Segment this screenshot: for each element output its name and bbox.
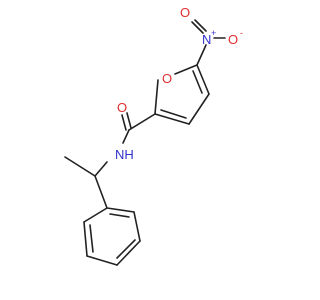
- furan-ring: [154, 64, 210, 125]
- bond-ph-2: [83, 221, 88, 257]
- bond-ph-1: [83, 207, 108, 223]
- bond-n-o-top-1: [191, 21, 204, 34]
- amide-nh-label: NH: [115, 147, 134, 162]
- nitro-o-top-label: O: [180, 5, 190, 20]
- bond-chiral-methyl: [64, 156, 96, 177]
- bond-ph-4: [116, 240, 141, 266]
- bond-ph-inner-2: [116, 239, 136, 259]
- nitro-o-right-charge: -: [240, 28, 243, 38]
- bond-ph-5: [133, 211, 141, 242]
- molecule-diagram: O N + O - O O NH: [64, 5, 243, 266]
- bond-c5-n: [196, 44, 207, 66]
- bond-ph-3: [86, 255, 118, 266]
- nitro-n-label: N: [202, 32, 211, 47]
- bond-c4-c5-inner: [192, 70, 203, 94]
- bond-chiral-phenyl: [94, 175, 108, 209]
- bond-c-n: [122, 129, 130, 144]
- bond-c2-ccarbonyl: [128, 113, 156, 131]
- bond-ph-6: [106, 207, 135, 213]
- bond-n-chiral: [94, 161, 108, 177]
- bond-n-o-top-2: [194, 19, 207, 32]
- nitro-o-right-label: O: [228, 32, 238, 47]
- bond-ph-inner-3: [109, 213, 130, 218]
- phenyl-ring: [83, 207, 141, 266]
- ethyl-chain: [64, 156, 108, 209]
- bond-ofuran-c2: [154, 79, 159, 115]
- amide-group: [94, 112, 156, 177]
- bond-c2-c3: [154, 113, 190, 125]
- bond-c3-c4: [188, 93, 210, 125]
- bond-c4-c5: [196, 64, 210, 95]
- bond-c5-ofuran: [174, 64, 198, 75]
- bond-ph-inner-1: [89, 224, 94, 253]
- carbonyl-o-label: O: [117, 100, 127, 115]
- nitro-n-charge: +: [211, 28, 216, 38]
- bond-c-o-2: [121, 114, 127, 131]
- bond-c2-c3-inner: [160, 109, 187, 119]
- nitro-group: [191, 19, 226, 66]
- bond-c-o-1: [126, 112, 132, 129]
- furan-o-label: O: [162, 71, 172, 86]
